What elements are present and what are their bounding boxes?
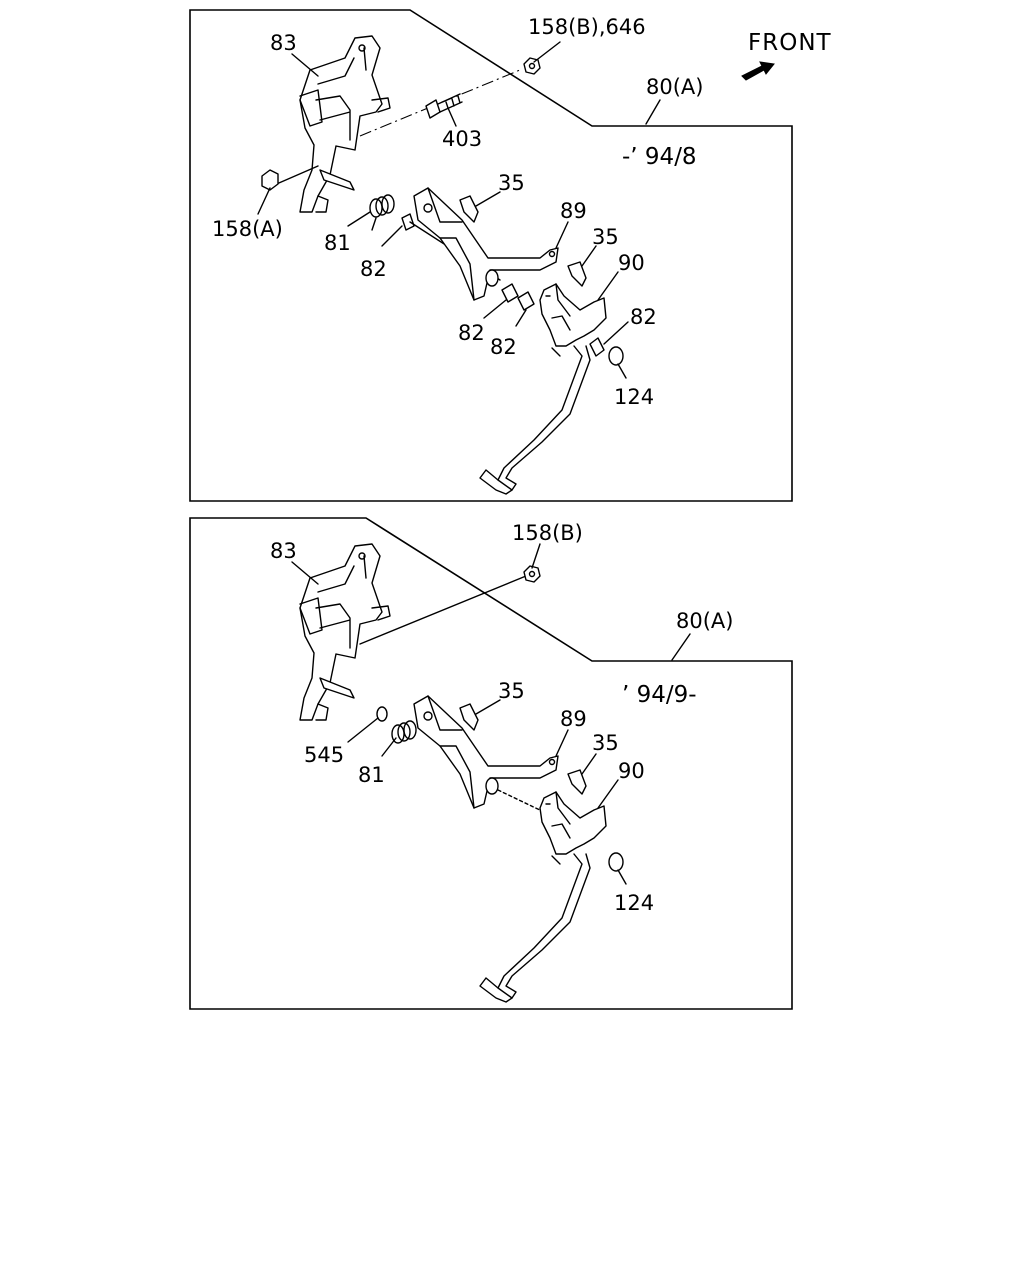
clip-end-icon-2 <box>608 852 624 872</box>
axis-line-left <box>271 165 319 187</box>
lever-rod-part-2 <box>479 791 607 1003</box>
spring-icon <box>369 194 395 231</box>
date-range-2: ’ 94/9- <box>622 682 697 708</box>
pin-icon <box>319 169 355 191</box>
callout-124-2: 124 <box>614 891 654 915</box>
panel-early: 83 158(B),646 80(A) -’ 94/8 403 35 158(A… <box>189 9 793 502</box>
clip-icon-2 <box>567 261 587 287</box>
callout-158b: 158(B) <box>512 521 583 545</box>
pin-icon-2 <box>319 677 355 699</box>
callout-35-b: 35 <box>592 225 619 249</box>
bushing-icon <box>401 213 415 231</box>
clip-icon-4 <box>567 769 587 795</box>
leader-lines <box>257 41 661 379</box>
bracket-part-2 <box>299 543 391 721</box>
callout-82-b: 82 <box>630 305 657 329</box>
callout-90-2: 90 <box>618 759 645 783</box>
clip-icon-3 <box>459 703 479 731</box>
axis-line-2 <box>359 575 527 645</box>
lever-rod-part <box>479 283 607 495</box>
callout-83: 83 <box>270 31 297 55</box>
panel-late: 83 158(B) 80(A) ’ 94/9- 35 545 81 89 35 … <box>189 517 793 1010</box>
callout-35-b-2: 35 <box>592 731 619 755</box>
callout-35: 35 <box>498 171 525 195</box>
callout-35-2: 35 <box>498 679 525 703</box>
callout-158a: 158(A) <box>212 217 283 241</box>
leader-lines-2 <box>291 543 691 885</box>
callout-82-d: 82 <box>490 335 517 359</box>
callout-158b-646: 158(B),646 <box>528 15 646 39</box>
bushing-icon-2 <box>501 283 519 303</box>
panel-frame-2 <box>189 517 793 1010</box>
clip-icon <box>459 195 479 223</box>
callout-80a: 80(A) <box>646 75 703 99</box>
callout-89-2: 89 <box>560 707 587 731</box>
callout-545: 545 <box>304 743 344 767</box>
panel-frame <box>189 9 793 502</box>
callout-80a-2: 80(A) <box>676 609 733 633</box>
bushing-icon-4 <box>589 337 605 357</box>
callout-81-2: 81 <box>358 763 385 787</box>
front-label: FRONT <box>748 30 832 56</box>
callout-83-2: 83 <box>270 539 297 563</box>
callout-403: 403 <box>442 127 482 151</box>
bushing-icon-3 <box>517 291 535 311</box>
pedal-arm-part-2 <box>413 695 559 809</box>
pedal-arm-part <box>413 187 559 301</box>
bolt-icon <box>425 93 463 119</box>
callout-81: 81 <box>324 231 351 255</box>
axis-line <box>359 69 521 137</box>
nut-icon <box>523 57 541 75</box>
spring-icon-2 <box>391 720 417 744</box>
callout-82: 82 <box>360 257 387 281</box>
washer-icon <box>376 706 388 722</box>
bracket-part <box>299 35 391 213</box>
callout-124: 124 <box>614 385 654 409</box>
callout-89: 89 <box>560 199 587 223</box>
date-range: -’ 94/8 <box>622 144 697 170</box>
nut-left-icon <box>261 169 279 191</box>
front-arrow-icon <box>741 61 775 81</box>
callout-90: 90 <box>618 251 645 275</box>
clip-end-icon <box>608 346 624 366</box>
callout-82-c: 82 <box>458 321 485 345</box>
nut-icon-2 <box>523 565 541 583</box>
